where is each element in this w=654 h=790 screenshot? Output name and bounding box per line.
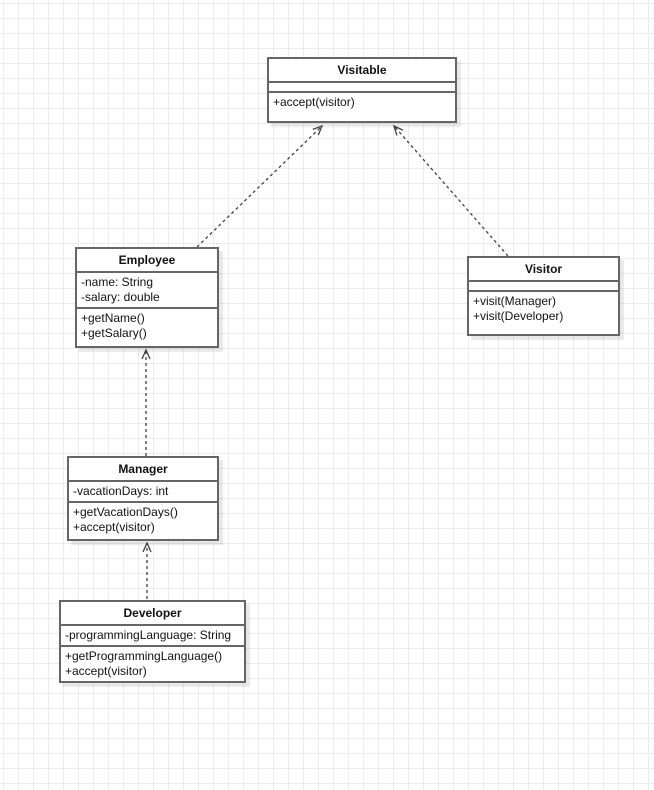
class-name-manager: Manager [118, 462, 168, 476]
class-attributes-visitor [469, 280, 618, 290]
class-attributes-visitable [269, 81, 455, 91]
class-name-developer: Developer [123, 606, 182, 620]
method-line: +getVacationDays() [73, 505, 178, 519]
class-box-visitable[interactable]: Visitable +accept(visitor) [267, 57, 457, 123]
class-attributes-employee: -name: String-salary: double [77, 271, 217, 307]
method-line: +visit(Manager) [473, 294, 557, 308]
method-line: +visit(Developer) [473, 309, 564, 323]
class-methods-manager: +getVacationDays()+accept(visitor) [69, 501, 217, 539]
class-methods-employee: +getName()+getSalary() [77, 307, 217, 346]
class-methods-developer: +getProgrammingLanguage()+accept(visitor… [61, 645, 244, 681]
relation-visitor-to-visitable[interactable] [392, 124, 509, 257]
method-line: +accept(visitor) [65, 664, 147, 678]
attribute-line: -programmingLanguage: String [65, 628, 232, 642]
attribute-line: -vacationDays: int [73, 484, 169, 498]
class-name-visitable: Visitable [337, 63, 387, 77]
method-line: +accept(visitor) [73, 520, 155, 534]
class-name-visitor: Visitor [524, 262, 563, 276]
class-box-employee[interactable]: Employee-name: String-salary: double+get… [75, 247, 219, 348]
method-line: +accept(visitor) [273, 95, 355, 109]
class-methods-visitor: +visit(Manager)+visit(Developer) [469, 290, 618, 334]
class-attributes-manager: -vacationDays: int [69, 480, 217, 501]
class-box-developer[interactable]: Developer -programmingLanguage: String +ge… [59, 600, 246, 683]
class-box-manager[interactable]: Manager -vacationDays: int +getVacationDay… [67, 456, 219, 541]
method-line: +getProgrammingLanguage() [65, 649, 223, 663]
class-methods-visitable: +accept(visitor) [269, 91, 455, 121]
attribute-line: -name: String [81, 275, 154, 289]
method-line: +getSalary() [81, 326, 147, 340]
attribute-line: -salary: double [81, 290, 160, 304]
relation-employee-to-visitable[interactable] [196, 124, 324, 248]
method-line: +getName() [81, 311, 145, 325]
class-box-visitor[interactable]: Visitor +visit(Manager)+visit(Developer) [467, 256, 620, 336]
class-attributes-developer: -programmingLanguage: String [61, 624, 244, 645]
class-name-employee: Employee [118, 253, 176, 267]
